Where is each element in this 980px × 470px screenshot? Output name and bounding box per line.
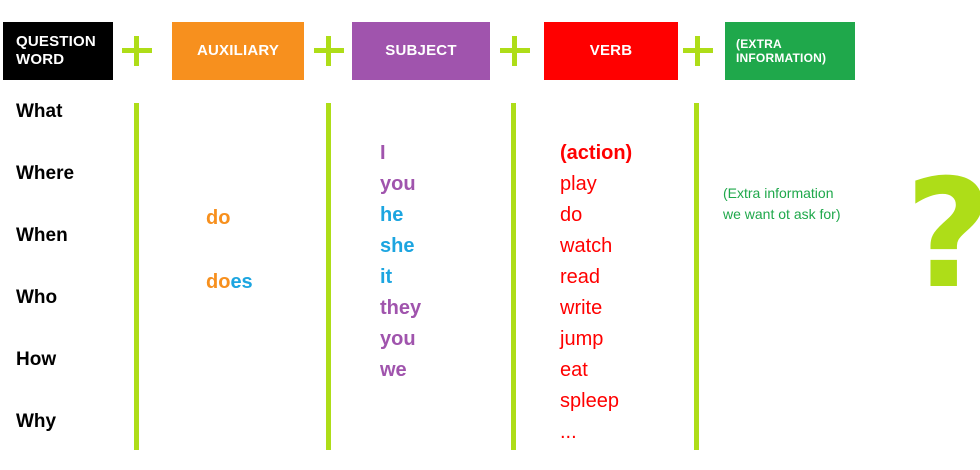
subject-item: she xyxy=(380,235,415,257)
subject-item: you xyxy=(380,328,416,350)
column-verb: (action) play do watch read write jump e… xyxy=(560,138,690,448)
verb-item: spleep xyxy=(560,390,619,412)
verb-item: (action) xyxy=(560,142,633,164)
column-question-words: What Where When Who How Why xyxy=(16,98,126,470)
header-box-subject: SUBJECT xyxy=(352,22,490,80)
verb-item: write xyxy=(560,297,603,319)
auxiliary-ending: es xyxy=(230,271,253,293)
subject-item: he xyxy=(380,204,404,226)
header-label-auxiliary: AUXILIARY xyxy=(196,42,280,59)
header-box-question-word: QUESTION WORD xyxy=(3,22,113,80)
column-divider-1 xyxy=(134,103,139,450)
header-box-auxiliary: AUXILIARY xyxy=(172,22,304,80)
extra-information-text: (Extra information we want ot ask for) xyxy=(723,183,893,225)
verb-item: jump xyxy=(560,328,604,350)
header-label-verb: VERB xyxy=(589,42,633,59)
subject-item: we xyxy=(380,359,407,381)
question-word-item: Why xyxy=(16,411,57,432)
plus-icon-1 xyxy=(122,36,152,66)
column-divider-3 xyxy=(511,103,516,450)
column-divider-2 xyxy=(326,103,331,450)
subject-item: you xyxy=(380,173,416,195)
plus-icon-3 xyxy=(500,36,530,66)
plus-icon-2 xyxy=(314,36,344,66)
extra-information-line-2: we want ot ask for) xyxy=(723,206,841,222)
verb-item: play xyxy=(560,173,597,195)
header-label-question-word: QUESTION WORD xyxy=(16,33,96,68)
extra-information-line-1: (Extra information xyxy=(723,185,834,201)
subject-item: they xyxy=(380,297,422,319)
question-word-item: What xyxy=(16,101,63,122)
verb-item: ... xyxy=(560,421,577,443)
question-mark-icon: ? xyxy=(905,160,980,310)
auxiliary-item-do: do xyxy=(206,205,316,231)
subject-item: it xyxy=(380,266,393,288)
column-divider-4 xyxy=(694,103,699,450)
header-label-subject: SUBJECT xyxy=(385,42,457,59)
column-subject: I you he she it they you we xyxy=(380,138,500,386)
header-box-extra-information: (EXTRA INFORMATION) xyxy=(725,22,855,80)
column-auxiliary: do does xyxy=(206,205,316,333)
subject-item: I xyxy=(380,142,386,164)
question-word-item: Who xyxy=(16,287,58,308)
verb-item: do xyxy=(560,204,583,226)
verb-item: watch xyxy=(560,235,613,257)
plus-icon-4 xyxy=(683,36,713,66)
verb-item: eat xyxy=(560,359,588,381)
header-label-extra-information: (EXTRA INFORMATION) xyxy=(736,36,827,65)
question-word-item: How xyxy=(16,349,57,370)
auxiliary-item-does: does xyxy=(206,269,316,295)
question-word-item: When xyxy=(16,225,68,246)
auxiliary-stem: do xyxy=(206,271,231,293)
question-word-item: Where xyxy=(16,163,75,184)
verb-item: read xyxy=(560,266,601,288)
header-box-verb: VERB xyxy=(544,22,678,80)
auxiliary-stem: do xyxy=(206,207,231,229)
